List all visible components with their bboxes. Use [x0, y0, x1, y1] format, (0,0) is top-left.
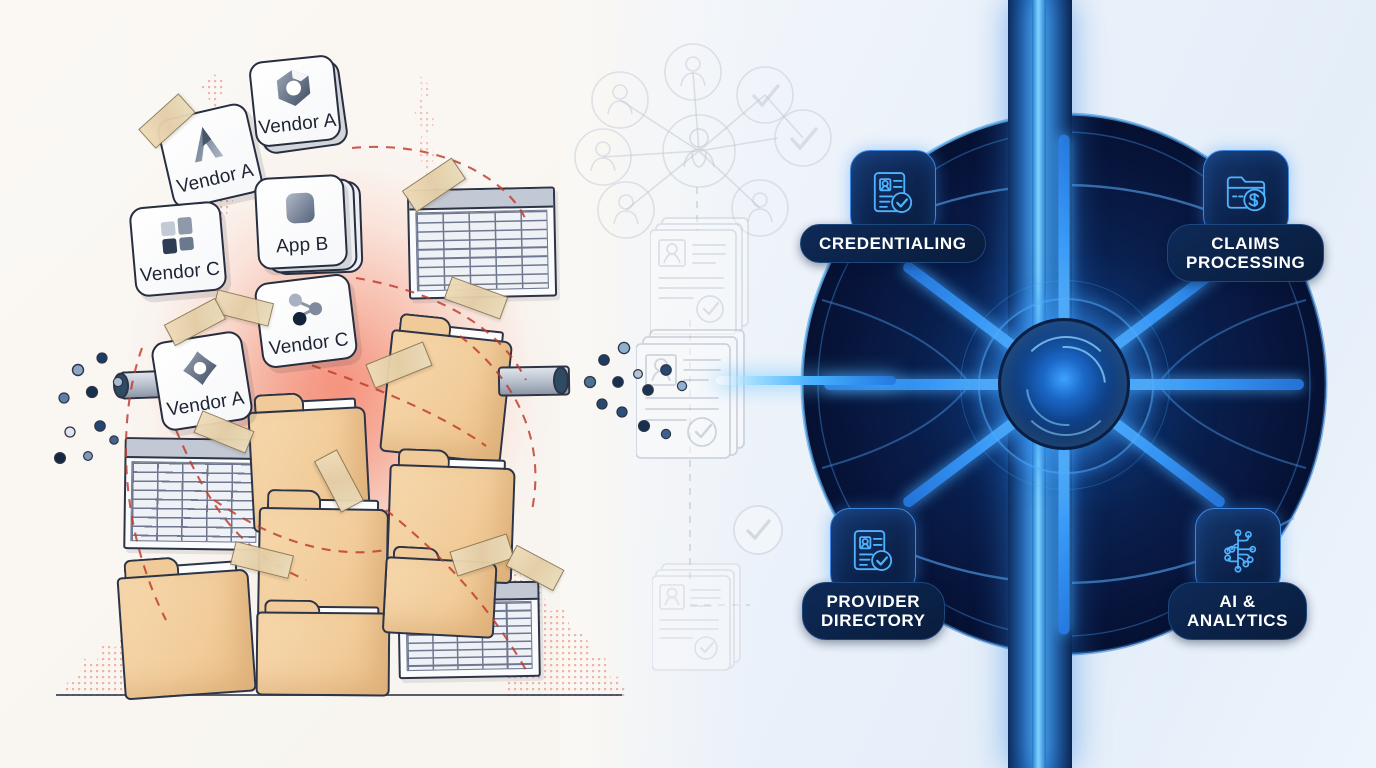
- vendor-card-label: Vendor A: [257, 109, 338, 139]
- vendor-card-c1[interactable]: Vendor C: [128, 200, 228, 298]
- spilled-data-particles: [53, 352, 124, 464]
- provider-record-document-icon: [652, 563, 741, 671]
- vendor-card-a3[interactable]: Vendor A: [149, 329, 255, 433]
- hub-outer-ring: [960, 280, 1170, 490]
- doctor-avatar-icon: [683, 128, 715, 168]
- share-nodes-logo-icon: [288, 293, 323, 326]
- vendor-card-appb[interactable]: App B: [253, 173, 349, 271]
- check-circle-icon: [752, 84, 818, 151]
- spilled-data-particles: [583, 341, 688, 440]
- node-label: CLAIMS PROCESSING: [1167, 224, 1325, 283]
- vendor-card-a2[interactable]: Vendor A: [154, 100, 266, 212]
- node-ai-analytics[interactable]: AI & ANALYTICS: [1168, 508, 1308, 641]
- four-squares-logo-icon: [160, 216, 194, 255]
- vendor-card-label: Vendor C: [139, 258, 221, 287]
- vendor-card-a1[interactable]: Vendor A: [247, 53, 343, 149]
- node-label: PROVIDER DIRECTORY: [802, 582, 945, 641]
- vendor-card-label: Vendor C: [267, 329, 350, 360]
- node-label: AI & ANALYTICS: [1168, 582, 1308, 641]
- node-label: CREDENTIALING: [800, 224, 986, 264]
- hub-arc: [1016, 336, 1116, 436]
- data-hub: [770, 0, 1376, 768]
- rounded-square-logo-icon: [285, 192, 315, 224]
- vendor-card-c2[interactable]: Vendor C: [253, 272, 359, 370]
- vendor-card-label: Vendor A: [174, 159, 256, 198]
- vendor-card-label: App B: [275, 233, 329, 258]
- hexagon-cut-logo-icon: [276, 70, 311, 106]
- diamond-ring-logo-icon: [183, 351, 217, 385]
- incoming-data-beam: [716, 376, 896, 385]
- provider-network-graph: [574, 43, 832, 606]
- node-provider-directory[interactable]: PROVIDER DIRECTORY: [802, 508, 945, 641]
- node-credentialing[interactable]: CREDENTIALING: [800, 150, 986, 264]
- payment-card-dollar-icon: [1202, 150, 1289, 236]
- triangle-a-logo-icon: [195, 126, 224, 163]
- id-badge-check-icon: [849, 150, 936, 236]
- node-claims-processing[interactable]: CLAIMS PROCESSING: [1167, 150, 1325, 283]
- hub-spoke: [1064, 379, 1304, 390]
- provider-record-document-icon: [650, 217, 749, 335]
- hub-ring: [978, 298, 1154, 474]
- id-badge-check-icon: [830, 508, 917, 594]
- check-circle-icon: [733, 505, 783, 555]
- circuit-neural-icon: [1194, 508, 1281, 594]
